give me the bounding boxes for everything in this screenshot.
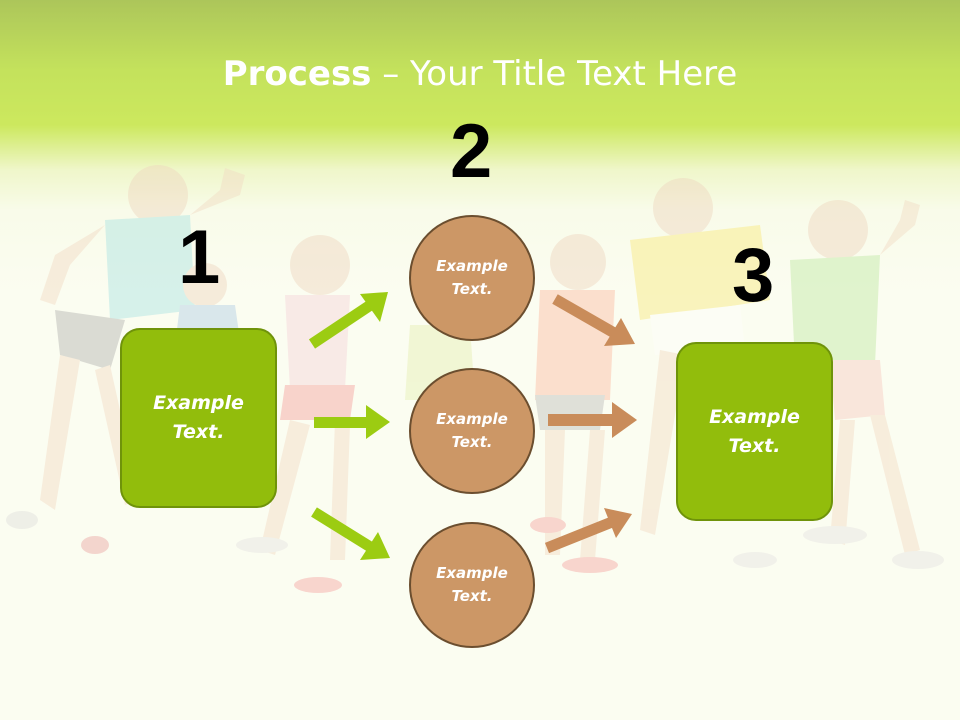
step-3-label-line2: Text. [728, 434, 781, 457]
circle-bottom-line1: Example [436, 564, 508, 582]
title-rest: – Your Title Text Here [371, 54, 738, 94]
circle-middle: Example Text. [409, 368, 535, 494]
circle-top-line1: Example [436, 257, 508, 275]
circle-top: Example Text. [409, 215, 535, 341]
title-bold: Process [222, 54, 372, 94]
arrow-to-middle-circle [314, 405, 390, 439]
circle-top-line2: Text. [451, 280, 493, 298]
circle-bottom: Example Text. [409, 522, 535, 648]
circle-middle-line2: Text. [451, 433, 493, 451]
circle-bottom-line2: Text. [451, 587, 493, 605]
slide-title: Process – Your Title Text Here [0, 52, 960, 96]
circle-middle-line1: Example [436, 410, 508, 428]
step-3-label-line1: Example [709, 405, 800, 428]
step-number-2: 2 [450, 109, 493, 194]
step-1-label-line1: Example [153, 392, 244, 414]
step-number-3: 3 [732, 233, 775, 318]
arrow-from-top-circle [552, 294, 635, 346]
step-number-1: 1 [178, 215, 221, 300]
arrow-from-middle-circle [548, 402, 637, 438]
arrow-from-bottom-circle [544, 508, 632, 554]
arrow-to-bottom-circle [311, 507, 390, 560]
step-1-box: Example Text. [120, 328, 277, 508]
step-1-label-line2: Text. [172, 421, 225, 443]
arrow-to-top-circle [308, 292, 388, 349]
step-3-box: Example Text. [676, 342, 833, 521]
